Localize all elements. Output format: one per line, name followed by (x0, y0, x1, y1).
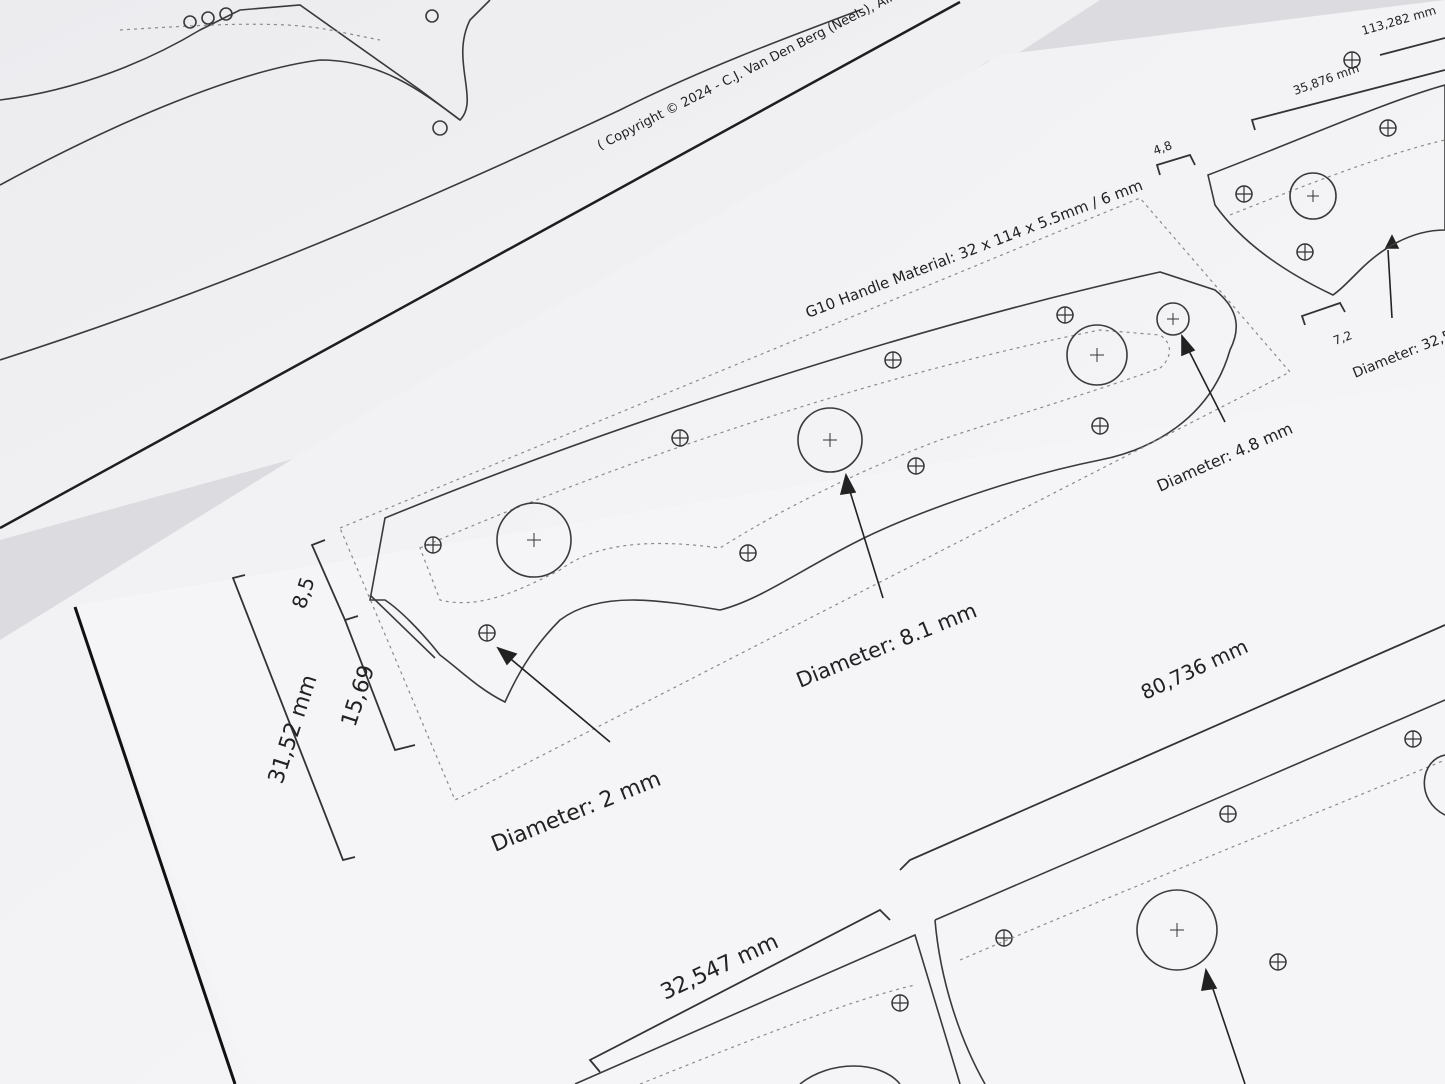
top-sheet (0, 0, 1100, 540)
top-notch-1 (183, 15, 197, 29)
lower-sheet-edge (73, 606, 237, 1084)
pin-hole-cross (1270, 954, 1286, 970)
bracket-upper (310, 539, 359, 622)
dim-choil-depth: 4,8 (1151, 138, 1174, 158)
top-sheet-curve (0, 9, 861, 361)
hole-large-2 (797, 407, 863, 473)
bracket-scale (899, 624, 1445, 871)
pin-hole-cross (892, 995, 908, 1011)
pin-hole-cross (425, 537, 441, 553)
pin-hole-cross (1057, 307, 1073, 323)
lower-handle-outline (934, 699, 1445, 1084)
bracket-bolster (588, 908, 891, 1073)
bolster-hole-partial (799, 1065, 901, 1084)
lower-hole-large (1136, 889, 1218, 971)
hole-large-1 (496, 502, 572, 578)
pin-hole-cross (1297, 244, 1313, 260)
top-pin-hole (425, 9, 439, 23)
pin-hole-cross (1220, 806, 1236, 822)
bracket-tail (1300, 301, 1346, 326)
pin-hole-cross (740, 545, 756, 561)
lower-bolster-outline (574, 933, 961, 1084)
bracket-choil (1155, 153, 1196, 176)
bracket-lower (344, 619, 416, 752)
top-knife-outline (0, 4, 461, 121)
right-hole-large (1289, 172, 1337, 220)
pin-hole-cross (996, 930, 1012, 946)
handle-edge-line (369, 594, 436, 659)
pin-holes (424, 51, 1422, 1012)
callout-arrows (496, 234, 1400, 1084)
pin-hole-cross (1405, 731, 1421, 747)
hole-medium (1156, 302, 1190, 336)
hole-large-3 (1066, 324, 1128, 386)
bracket-pivot (1250, 69, 1445, 131)
top-notch-4 (432, 120, 448, 136)
pin-hole-cross (1380, 120, 1396, 136)
dim-tail-offset: 7,2 (1331, 328, 1354, 348)
pin-hole-cross (908, 458, 924, 474)
top-notch-2 (201, 11, 215, 25)
pin-hole-cross (1344, 52, 1360, 68)
bracket-overall (1379, 37, 1445, 56)
right-handle-outline (1207, 84, 1445, 296)
lower-hole-partial (1423, 754, 1445, 816)
pin-hole-cross (885, 352, 901, 368)
pin-hole-cross (1092, 418, 1108, 434)
top-knife-handle (0, 0, 491, 186)
lower-handle-dash (959, 759, 1445, 961)
handle-outline (369, 271, 1237, 704)
material-box (339, 197, 1291, 801)
pin-hole-cross (1236, 186, 1252, 202)
bracket-total (231, 574, 356, 862)
top-sheet-edge (0, 0, 961, 530)
top-notch-3 (219, 7, 233, 21)
pin-hole-cross (479, 625, 495, 641)
lower-sheet (75, 380, 1445, 1084)
pin-hole-cross (672, 430, 688, 446)
handle-inner-dash (419, 329, 1170, 604)
